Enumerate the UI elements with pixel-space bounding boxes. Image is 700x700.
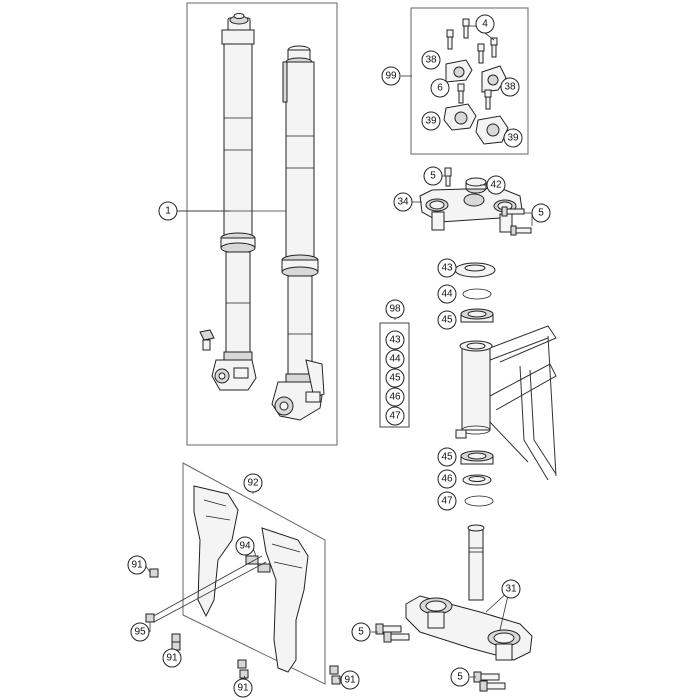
callout-39-left: 39 <box>421 111 441 131</box>
callout-label: 42 <box>490 180 502 191</box>
callout-label: 98 <box>389 304 401 315</box>
callout-label: 6 <box>437 83 443 94</box>
callout-1: 1 <box>158 201 178 221</box>
callout-label: 38 <box>425 55 437 66</box>
callout-98-46: 46 <box>385 387 405 407</box>
callout-98-47: 47 <box>385 406 405 426</box>
callout-46: 46 <box>437 469 457 489</box>
fork-group-frame <box>186 2 338 446</box>
callout-47: 47 <box>437 491 457 511</box>
callout-label: 45 <box>389 373 401 384</box>
callout-label: 46 <box>441 474 453 485</box>
callout-label: 39 <box>507 133 519 144</box>
callout-98-43: 43 <box>385 330 405 350</box>
callout-6: 6 <box>430 78 450 98</box>
callout-4: 4 <box>475 14 495 34</box>
callout-label: 43 <box>441 263 453 274</box>
callout-45-upper: 45 <box>437 310 457 330</box>
callout-98-44: 44 <box>385 349 405 369</box>
callout-39-right: 39 <box>503 128 523 148</box>
callout-99: 99 <box>381 66 401 86</box>
callout-label: 31 <box>505 584 517 595</box>
callout-label: 39 <box>425 116 437 127</box>
callout-5-lower-left: 5 <box>351 622 371 642</box>
callout-label: 43 <box>389 335 401 346</box>
right-fork-leg <box>271 45 325 421</box>
callout-label: 92 <box>247 478 259 489</box>
callout-label: 91 <box>131 560 143 571</box>
callout-38-left: 38 <box>421 50 441 70</box>
fork-protectors <box>145 485 341 685</box>
callout-95: 95 <box>130 622 150 642</box>
lower-triple-clamp <box>375 524 533 692</box>
callout-label: 99 <box>385 71 397 82</box>
callout-42: 42 <box>486 175 506 195</box>
upper-triple-clamp <box>419 167 532 236</box>
callout-label: 44 <box>389 354 401 365</box>
callout-label: 5 <box>430 171 436 182</box>
callout-label: 1 <box>165 206 171 217</box>
callout-98-45: 45 <box>385 368 405 388</box>
callout-label: 34 <box>397 197 409 208</box>
callout-label: 91 <box>237 683 249 694</box>
lower-bearing-stack <box>460 450 494 507</box>
callout-98: 98 <box>385 299 405 319</box>
callout-5-bottom: 5 <box>450 667 470 687</box>
callout-label: 47 <box>441 496 453 507</box>
callout-label: 5 <box>457 672 463 683</box>
callout-5-top: 5 <box>423 166 443 186</box>
callout-91-a: 91 <box>127 555 147 575</box>
fork-protector-frame <box>182 462 326 685</box>
callout-44: 44 <box>437 284 457 304</box>
callout-label: 38 <box>504 82 516 93</box>
callout-label: 45 <box>441 315 453 326</box>
callout-91-c: 91 <box>233 678 253 698</box>
callout-label: 44 <box>441 289 453 300</box>
callout-94: 94 <box>235 536 255 556</box>
clamp-kit-parts <box>443 18 509 145</box>
callout-label: 91 <box>344 675 356 686</box>
callout-label: 47 <box>389 411 401 422</box>
callout-label: 46 <box>389 392 401 403</box>
callout-91-d: 91 <box>340 670 360 690</box>
frame-head-tube <box>455 325 557 481</box>
callout-label: 45 <box>441 452 453 463</box>
callout-91-b: 91 <box>162 648 182 668</box>
callout-31: 31 <box>501 579 521 599</box>
callout-label: 95 <box>134 627 146 638</box>
callout-38-right: 38 <box>500 77 520 97</box>
callout-5-right: 5 <box>531 203 551 223</box>
callout-45-lower: 45 <box>437 447 457 467</box>
callout-label: 5 <box>538 208 544 219</box>
callout-43: 43 <box>437 258 457 278</box>
left-fork-leg <box>199 13 257 391</box>
callout-label: 5 <box>358 627 364 638</box>
clamp-kit-frame <box>410 7 529 155</box>
callout-label: 91 <box>166 653 178 664</box>
callout-label: 4 <box>482 19 488 30</box>
callout-92: 92 <box>243 473 263 493</box>
callout-34: 34 <box>393 192 413 212</box>
upper-bearing-stack <box>454 262 496 323</box>
callout-label: 94 <box>239 541 251 552</box>
